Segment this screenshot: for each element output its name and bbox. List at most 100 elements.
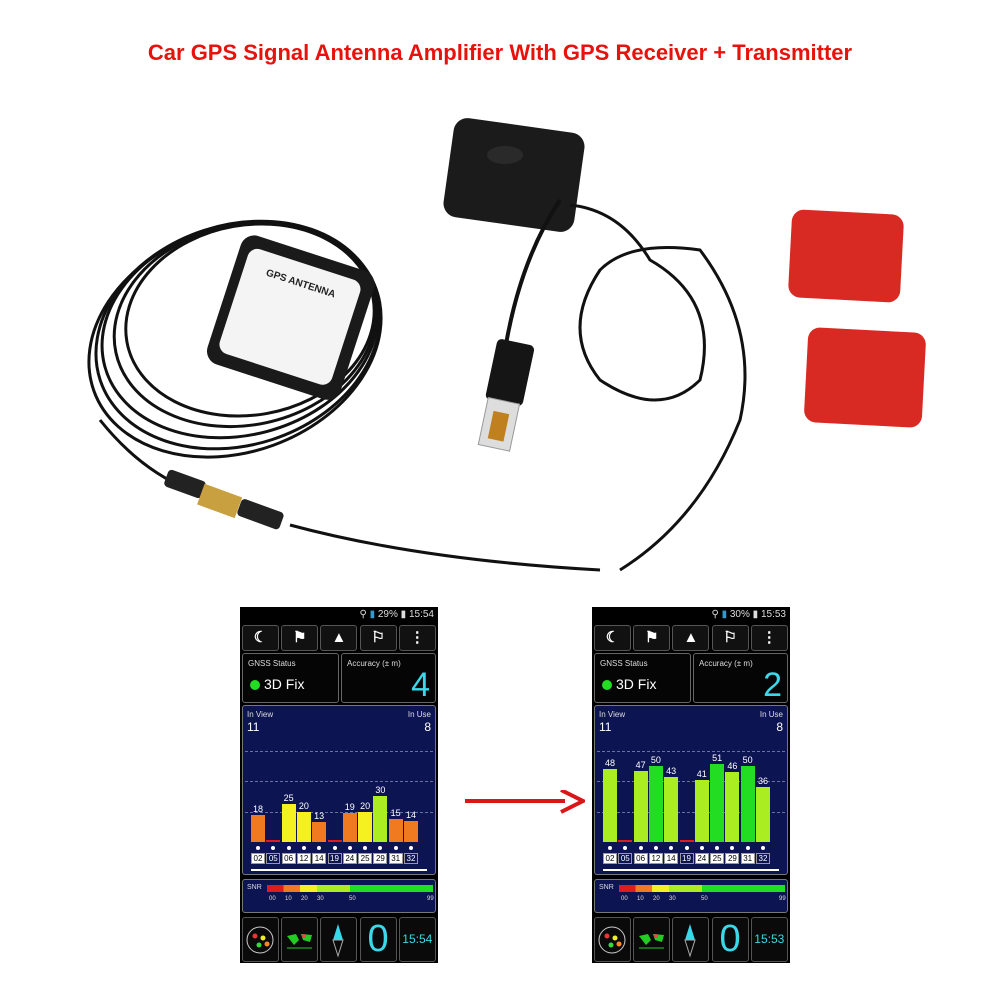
radar-button[interactable] — [594, 917, 631, 962]
people-flag-icon: ⚑ — [292, 629, 307, 646]
satellite-dot — [378, 846, 383, 850]
radar-button[interactable] — [242, 917, 279, 962]
satellite-dot — [730, 846, 735, 850]
in-view-label: In View — [599, 710, 626, 719]
clock-button[interactable]: 15:54 — [398, 917, 436, 962]
satellite-id: 31 — [740, 853, 755, 864]
fix-indicator — [250, 680, 260, 690]
satellite-dot — [745, 846, 750, 850]
compass-button[interactable] — [320, 917, 358, 962]
snr-tick: 10 — [637, 896, 644, 902]
clock-value: 15:54 — [402, 932, 433, 946]
gnss-status-panel: GNSS Status 3D Fix — [242, 653, 339, 703]
arrow-right-icon — [465, 790, 585, 814]
map-button[interactable] — [281, 917, 319, 962]
flag-button[interactable]: ⚐ — [359, 625, 397, 651]
snr-value-label: 50 — [742, 755, 753, 765]
accuracy-value: 4 — [411, 666, 430, 704]
snr-value-label: 47 — [635, 759, 646, 770]
snr-value-label: 30 — [375, 785, 386, 796]
snr-value-label: 20 — [298, 800, 309, 811]
snr-color-scale — [267, 885, 433, 892]
snr-value-label: 46 — [727, 761, 738, 772]
navigation-arrow-icon: ▲ — [683, 629, 699, 646]
satellite-id: 06 — [633, 853, 648, 864]
snr-bar — [664, 776, 679, 842]
satellite-dot — [317, 846, 322, 850]
in-view-count: 11 — [247, 720, 260, 734]
satellite-id: 32 — [756, 853, 770, 864]
snr-value-label: 20 — [360, 800, 371, 811]
snr-bar — [358, 811, 373, 842]
moon-button[interactable]: ☾ — [242, 625, 279, 651]
snr-tick: 10 — [285, 896, 292, 902]
clock-value: 15:53 — [754, 932, 785, 946]
sma-connector — [164, 469, 284, 530]
compass-icon — [332, 924, 345, 958]
people-flag-button[interactable]: ⚑ — [633, 625, 671, 651]
battery-icon: ▮ — [400, 609, 407, 620]
speed-value: 0 — [719, 918, 741, 960]
satellite-dot — [409, 846, 413, 850]
in-use-count: 8 — [776, 720, 783, 734]
gridline — [597, 811, 785, 813]
satellite-dot — [684, 846, 689, 850]
gridline — [597, 750, 785, 752]
clock-button[interactable]: 15:53 — [750, 917, 788, 962]
speed-button[interactable]: 0 — [359, 917, 397, 962]
snr-label: SNR — [247, 884, 262, 891]
flag-button[interactable]: ⚐ — [711, 625, 749, 651]
snr-bar — [327, 840, 342, 842]
people-flag-button[interactable]: ⚑ — [281, 625, 319, 651]
satellite-id: 12 — [648, 853, 663, 864]
satellite-id: 05 — [618, 853, 633, 864]
more-menu-button[interactable]: ⋮ — [750, 625, 788, 651]
scroll-indicator[interactable] — [251, 869, 427, 871]
adhesive-pad — [788, 209, 904, 303]
snr-tick: 20 — [653, 896, 660, 902]
snr-tick: 99 — [779, 896, 786, 902]
snr-value-label: 43 — [666, 765, 677, 776]
snr-bar — [312, 822, 327, 842]
satellite-dot — [301, 846, 306, 850]
snr-bar — [618, 840, 633, 842]
map-button[interactable] — [633, 917, 671, 962]
satellite-dot — [638, 846, 643, 850]
satellite-dot — [286, 846, 291, 850]
battery-icon: ▮ — [752, 609, 759, 620]
satellite-dot — [669, 846, 674, 850]
snr-bar — [281, 804, 296, 842]
satellite-id: 32 — [404, 853, 418, 864]
phone-screenshot: ⚲ ▮ 30% ▮ 15:53☾⚑▲⚐⋮ GNSS Status 3D Fix … — [592, 607, 790, 963]
accuracy-value: 2 — [763, 666, 782, 704]
gnss-status-panel: GNSS Status 3D Fix — [594, 653, 691, 703]
snr-tick: 00 — [269, 896, 276, 902]
compass-button[interactable] — [672, 917, 710, 962]
snr-value-label: 19 — [344, 802, 355, 813]
compass-icon — [684, 924, 697, 958]
in-view-label: In View — [247, 710, 274, 719]
snr-tick: 50 — [349, 896, 356, 902]
speed-button[interactable]: 0 — [711, 917, 749, 962]
snr-bar — [251, 814, 265, 842]
navigation-arrow-button[interactable]: ▲ — [320, 625, 358, 651]
snr-bar — [388, 819, 403, 842]
fix-indicator — [602, 680, 612, 690]
satellite-id: 02 — [603, 853, 617, 864]
satellite-id: 12 — [296, 853, 311, 864]
snr-bar — [679, 840, 694, 842]
more-menu-button[interactable]: ⋮ — [398, 625, 436, 651]
adhesive-pad — [804, 327, 926, 428]
snr-tick: 00 — [621, 896, 628, 902]
snr-bar — [342, 813, 357, 842]
snr-bar — [404, 820, 418, 842]
scroll-indicator[interactable] — [603, 869, 779, 871]
snr-tick: 99 — [427, 896, 434, 902]
moon-button[interactable]: ☾ — [594, 625, 631, 651]
navigation-arrow-button[interactable]: ▲ — [672, 625, 710, 651]
battery-level: 30% — [729, 609, 750, 620]
fix-status: 3D Fix — [616, 676, 657, 692]
